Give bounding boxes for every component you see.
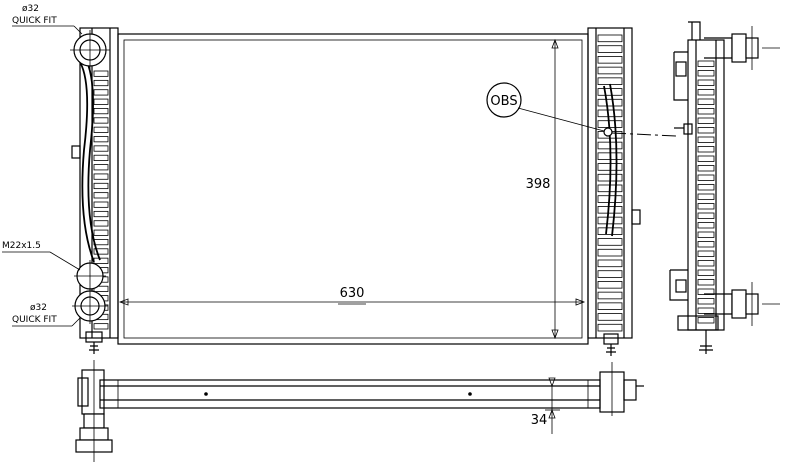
side-view-fin bbox=[697, 146, 715, 153]
side-view-fin bbox=[697, 108, 715, 115]
side-view-fin bbox=[697, 155, 715, 162]
right-tank-fin bbox=[597, 313, 623, 321]
height-dimension-label: 398 bbox=[526, 177, 551, 192]
inlet-quick-fit bbox=[70, 30, 110, 70]
left-tank-fin bbox=[93, 164, 109, 171]
right-tank-fin bbox=[597, 206, 623, 214]
left-tank-fin bbox=[93, 154, 109, 161]
left-tank-fin bbox=[93, 136, 109, 143]
side-view-fin bbox=[697, 136, 715, 143]
left-tank-fin bbox=[93, 323, 109, 330]
depth-dimension: 34 bbox=[531, 377, 560, 434]
depth-dimension-label: 34 bbox=[531, 413, 548, 428]
right-tank-fin bbox=[597, 66, 623, 75]
svg-text:QUICK FIT: QUICK FIT bbox=[12, 16, 57, 26]
left-tank-fin bbox=[93, 117, 109, 124]
side-top-pipe bbox=[704, 26, 780, 70]
left-tank-fin bbox=[93, 145, 109, 152]
left-tank-fin bbox=[93, 201, 109, 208]
side-view-fin bbox=[697, 250, 715, 257]
right-tank-fin bbox=[597, 323, 623, 332]
svg-text:ø32: ø32 bbox=[30, 303, 47, 313]
right-tank-fin bbox=[597, 45, 623, 53]
right-tank-fin bbox=[597, 281, 623, 289]
side-view-fin bbox=[697, 193, 715, 200]
left-tank-fin bbox=[93, 192, 109, 199]
left-tank-fin bbox=[93, 220, 109, 227]
side-view-fin bbox=[697, 231, 715, 238]
left-tank-fin bbox=[93, 182, 109, 190]
left-tank-fin bbox=[93, 229, 109, 236]
side-view-fin bbox=[697, 165, 715, 172]
right-tank-fin bbox=[597, 216, 623, 225]
side-view-fin bbox=[697, 298, 715, 305]
side-view bbox=[669, 21, 780, 354]
right-tank-fin bbox=[597, 98, 623, 107]
side-view-fin bbox=[697, 307, 715, 314]
side-view-fin bbox=[697, 127, 715, 134]
right-tank-fin bbox=[597, 270, 623, 278]
left-tank-fin bbox=[93, 257, 109, 264]
obs-point bbox=[603, 127, 613, 137]
side-view-fin bbox=[697, 260, 715, 267]
side-view-fin bbox=[697, 212, 715, 219]
outlet-label: ø32 QUICK FIT bbox=[12, 303, 81, 327]
sensor-label: M22x1.5 bbox=[2, 241, 81, 271]
right-tank-fin bbox=[597, 56, 623, 64]
outlet-quick-fit bbox=[72, 288, 108, 324]
obs-callout: OBS bbox=[486, 82, 677, 137]
width-dimension: 630 bbox=[118, 286, 586, 306]
side-view-fin bbox=[697, 79, 715, 86]
left-tank-fin bbox=[93, 173, 109, 180]
right-tank bbox=[587, 27, 641, 356]
left-tank-fin bbox=[93, 89, 109, 96]
svg-text:QUICK FIT: QUICK FIT bbox=[12, 315, 57, 325]
side-view-fin bbox=[697, 60, 715, 67]
side-view-fin bbox=[697, 117, 715, 124]
inlet-label: ø32 QUICK FIT bbox=[12, 4, 83, 35]
right-tank-fin bbox=[597, 259, 623, 268]
side-view-fin bbox=[697, 317, 715, 324]
right-tank-fin bbox=[597, 302, 623, 310]
left-tank-fin bbox=[93, 239, 109, 246]
right-tank-fin bbox=[597, 291, 623, 300]
svg-text:ø32: ø32 bbox=[22, 4, 39, 14]
left-tank-fin bbox=[93, 70, 109, 77]
left-tank-fin bbox=[93, 126, 109, 133]
side-view-fin bbox=[697, 89, 715, 96]
right-tank-fin bbox=[597, 109, 623, 118]
side-bottom-pipe bbox=[704, 282, 780, 326]
left-tank-fin bbox=[93, 210, 109, 218]
right-tank-fin bbox=[597, 248, 623, 257]
width-dimension-label: 630 bbox=[340, 286, 365, 301]
right-tank-fin bbox=[597, 238, 623, 246]
side-view-fin bbox=[697, 70, 715, 77]
side-view-fin bbox=[697, 203, 715, 210]
right-tank-fin bbox=[597, 77, 623, 85]
right-tank-fin bbox=[597, 88, 623, 96]
right-tank-fin bbox=[597, 34, 623, 43]
top-view: 34 bbox=[75, 360, 644, 462]
left-tank-fin bbox=[93, 108, 109, 115]
radiator-core-inner bbox=[123, 39, 583, 339]
side-view-fin bbox=[697, 98, 715, 105]
left-tank-fin bbox=[93, 98, 109, 105]
side-view-fin bbox=[697, 222, 715, 229]
front-view: 630 398 OBS bbox=[70, 27, 677, 356]
obs-label: OBS bbox=[490, 94, 517, 109]
side-view-fin bbox=[697, 184, 715, 191]
side-view-fin bbox=[697, 241, 715, 248]
side-view-fin bbox=[697, 279, 715, 286]
left-tank-fin bbox=[93, 248, 109, 255]
side-view-fin bbox=[697, 269, 715, 276]
right-tank-fin bbox=[597, 227, 623, 235]
side-view-fin bbox=[697, 174, 715, 181]
sensor-port bbox=[74, 260, 106, 292]
height-dimension: 398 bbox=[526, 38, 559, 340]
svg-text:M22x1.5: M22x1.5 bbox=[2, 241, 41, 251]
left-tank-fin bbox=[93, 79, 109, 87]
